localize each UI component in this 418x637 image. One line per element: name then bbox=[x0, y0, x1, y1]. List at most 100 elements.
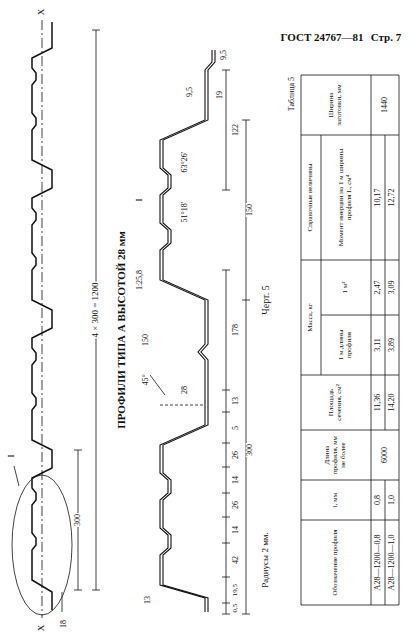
table-cell: 12,72 bbox=[385, 135, 399, 260]
dimension-tick bbox=[222, 390, 230, 391]
dimension-tick bbox=[222, 493, 230, 494]
dimension-label: 9,5 bbox=[186, 86, 194, 98]
dimension-label: 178 bbox=[232, 323, 240, 337]
table-header: Обозначение профиля bbox=[301, 520, 371, 605]
dimension-tick bbox=[92, 30, 100, 31]
table-cell-text: 3,09 bbox=[388, 281, 397, 295]
table-cell: 14,20 bbox=[385, 375, 399, 430]
angle-leader bbox=[150, 375, 165, 395]
table-cell-text: 6000 bbox=[381, 447, 390, 463]
dimension-label: 42 bbox=[232, 555, 240, 565]
table-header: Момент инерции на 1 м ширины профиля Iₓ,… bbox=[321, 135, 371, 260]
dimension-tick bbox=[222, 614, 230, 615]
dimension-label: I bbox=[7, 454, 16, 459]
table-header: l, мм bbox=[301, 480, 371, 520]
table-header-text: Площадь сечения, см² bbox=[328, 377, 343, 428]
dimension-tick bbox=[222, 467, 230, 468]
table-cell-text: 1,0 bbox=[388, 495, 397, 505]
page-title: ПРОФИЛИ ТИПА А ВЫСОТОЙ 28 мм bbox=[116, 230, 128, 430]
table-cell-text: А28—1200—0,8 bbox=[374, 535, 383, 591]
table-header: Масса, кг bbox=[301, 260, 321, 375]
table-cell: 3,11 bbox=[371, 315, 385, 375]
table-cell: А28—1200—1,0 bbox=[385, 520, 399, 605]
dimension-tick bbox=[222, 443, 230, 444]
table-title-text: Таблица 5 bbox=[288, 77, 297, 111]
table-header-text: l, мм bbox=[332, 493, 340, 507]
table-cell: 3,09 bbox=[385, 260, 399, 315]
profile-outline bbox=[163, 50, 215, 612]
axis-line bbox=[42, 20, 43, 618]
profile-outline bbox=[160, 50, 212, 612]
dimension-tick bbox=[222, 517, 230, 518]
table-cell: 10,17 bbox=[371, 135, 385, 260]
dimension-label: 26 bbox=[232, 500, 240, 510]
dimension-line bbox=[246, 300, 247, 614]
dimension-label: 13 bbox=[144, 595, 152, 605]
table-header-text: 1 м² bbox=[342, 282, 350, 294]
table-header-text: Обозначение профиля bbox=[332, 529, 340, 595]
dimension-tick bbox=[222, 543, 230, 544]
table-cell-text: 0,8 bbox=[374, 495, 383, 505]
leader-line bbox=[14, 466, 19, 486]
table-cell: 2,47 bbox=[371, 260, 385, 315]
table-header-text: Длина профиля, мм не более bbox=[324, 432, 347, 478]
dimension-label: 13 bbox=[232, 396, 240, 406]
table-cell-text: 12,72 bbox=[388, 189, 397, 207]
dimension-label: 26 bbox=[232, 450, 240, 460]
dimension-tick bbox=[222, 603, 230, 604]
dimension-label: X bbox=[37, 624, 46, 633]
dimension-label: 14 bbox=[232, 475, 240, 485]
dimension-label: 5 bbox=[232, 425, 240, 431]
dimension-tick bbox=[74, 590, 82, 591]
table-cell: 1440 bbox=[371, 75, 399, 135]
table-cell-text: 10,17 bbox=[374, 189, 383, 207]
figure-caption: Черт. 5 bbox=[261, 284, 272, 315]
height-line bbox=[160, 405, 205, 406]
table-header-text: Момент инерции на 1 м ширины профиля Iₓ,… bbox=[338, 137, 353, 258]
page-header: ГОСТ 24767—81 bbox=[280, 32, 365, 44]
dimension-label: 19,5 bbox=[232, 583, 239, 597]
table-header: 1 м длины профиля bbox=[321, 315, 371, 375]
dimension-label: 0,5 bbox=[232, 603, 239, 614]
dimension-line bbox=[62, 592, 63, 612]
table-header-text: 1 м длины профиля bbox=[338, 317, 353, 373]
table-cell-text: 1440 bbox=[381, 97, 390, 113]
dimension-label: 19 bbox=[216, 90, 224, 100]
dimension-tick bbox=[92, 590, 100, 591]
table-header: Ширина заготовки, мм bbox=[301, 75, 371, 135]
dimension-tick bbox=[222, 70, 230, 71]
table-cell: 6000 bbox=[371, 430, 399, 480]
table-cell-text: А28—1200—1,0 bbox=[388, 535, 397, 591]
table-cell: А28—1200—0,8 bbox=[371, 520, 385, 605]
dimension-label: 1:25,8 bbox=[136, 269, 144, 291]
table-cell: 1,0 bbox=[385, 480, 399, 520]
table-header-text: Масса, кг bbox=[307, 303, 315, 332]
dimension-label: I bbox=[135, 198, 144, 203]
table-cell: 11,36 bbox=[371, 375, 385, 430]
table-cell-text: 3,89 bbox=[388, 338, 397, 352]
table-header-text: Справочные величины bbox=[307, 164, 315, 232]
dimension-label: 9,5 bbox=[220, 49, 228, 61]
dimension-label: 14 bbox=[232, 525, 240, 535]
dimension-label: 300 bbox=[74, 513, 82, 527]
dimension-label: 28 bbox=[181, 385, 189, 395]
dimension-label: 18 bbox=[60, 619, 68, 629]
table-title: Таблица 5 bbox=[285, 75, 300, 175]
table-header: Справочные величины bbox=[301, 135, 321, 260]
dimension-line bbox=[226, 270, 227, 614]
dimension-label: 4 × 300 = 1200 bbox=[91, 281, 100, 338]
dimension-label: 51°18′ bbox=[181, 201, 189, 224]
table-cell-text: 3,11 bbox=[374, 338, 383, 352]
dimension-label: 300 bbox=[246, 443, 254, 457]
dimension-label: 150 bbox=[142, 333, 150, 347]
dimension-tick bbox=[222, 190, 230, 191]
dimension-label: 122 bbox=[232, 123, 240, 137]
dimension-label: 45° bbox=[142, 373, 150, 386]
table-cell: 0,8 bbox=[371, 480, 385, 520]
dimension-tick bbox=[222, 577, 230, 578]
table-header-text: Ширина заготовки, мм bbox=[328, 77, 343, 133]
dimension-label: X bbox=[37, 8, 46, 17]
table-cell-text: 2,47 bbox=[374, 281, 383, 295]
table-header: Длина профиля, мм не более bbox=[301, 430, 371, 480]
